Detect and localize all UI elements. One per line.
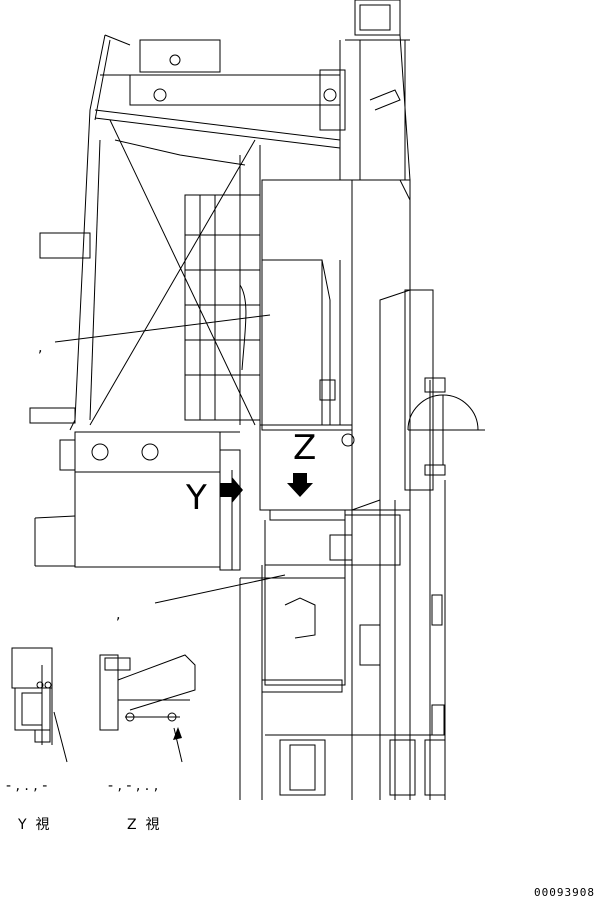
center-block bbox=[259, 179, 355, 511]
bottom-mechanism bbox=[265, 594, 446, 796]
dashes-y: - , . , - bbox=[6, 778, 48, 794]
y-tank bbox=[59, 431, 241, 571]
z-arrow-icon bbox=[287, 473, 313, 497]
z-region bbox=[261, 509, 353, 693]
view-y-caption: Y 視 bbox=[18, 817, 50, 833]
leader-lines bbox=[53, 314, 286, 763]
view-z-caption: Z 視 bbox=[127, 817, 160, 833]
callout-y: Y bbox=[186, 478, 207, 518]
slabs bbox=[34, 514, 401, 800]
hood-frame bbox=[29, 34, 346, 431]
leader-comma-2: , bbox=[116, 607, 121, 623]
radiator bbox=[184, 145, 261, 425]
leader-arrowhead-icon bbox=[173, 727, 182, 740]
y-view-detail bbox=[11, 647, 53, 745]
drawing-code: 00093908 bbox=[534, 886, 595, 899]
z-view-detail bbox=[99, 654, 196, 731]
callout-z: Z bbox=[293, 428, 317, 468]
y-arrow-icon bbox=[220, 477, 243, 503]
pivot-circle bbox=[407, 377, 485, 476]
dashes-z: - , - , . , bbox=[108, 778, 159, 794]
leader-comma-1: , bbox=[38, 340, 43, 356]
arrows bbox=[173, 473, 313, 740]
main-frame bbox=[339, 0, 446, 800]
